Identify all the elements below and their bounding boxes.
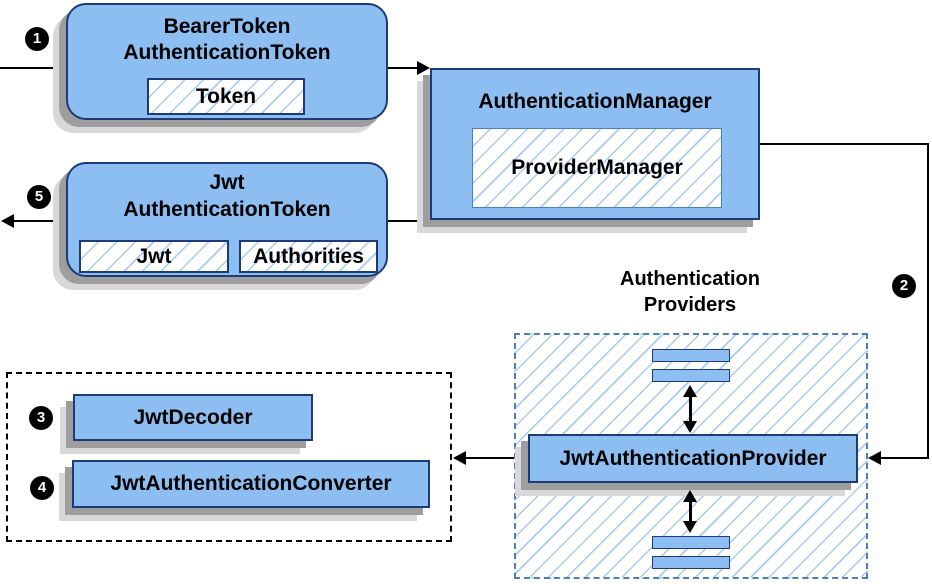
provider-to-converters-line <box>466 457 514 459</box>
incoming-request-line <box>0 67 66 69</box>
double-arrow-line <box>689 500 692 523</box>
manager-to-provider-line-top <box>758 143 929 145</box>
chip-provider-manager: ProviderManager <box>472 128 722 208</box>
chip-jwt: Jwt <box>79 240 229 273</box>
step-1-badge: 1 <box>25 27 49 51</box>
decoder-converter-group-box <box>6 372 452 542</box>
double-arrow-up-icon <box>683 490 697 502</box>
node-title-line: BearerToken <box>163 15 291 38</box>
manager-to-jwt-token-line <box>388 220 430 222</box>
bearer-to-manager-line <box>388 67 418 69</box>
step-3-badge: 3 <box>29 406 53 430</box>
double-arrow-down-icon <box>683 521 697 533</box>
manager-to-provider-line-vertical <box>927 143 929 459</box>
chip-authorities: Authorities <box>239 240 378 273</box>
node-bearer-token-authentication-token: BearerToken AuthenticationToken Token <box>66 3 388 120</box>
arrowhead-left-icon <box>868 451 881 465</box>
node-title-line: AuthenticationToken <box>123 41 331 64</box>
node-jwt-authentication-token: Jwt AuthenticationToken Jwt Authorities <box>66 162 388 277</box>
generic-provider-bar <box>652 369 730 382</box>
step-2-badge: 2 <box>892 274 916 298</box>
step-4-badge: 4 <box>30 476 54 500</box>
arrowhead-left-icon <box>453 451 466 465</box>
step-5-badge: 5 <box>27 185 51 209</box>
node-title: AuthenticationManager <box>478 90 712 113</box>
node-title-line: AuthenticationToken <box>123 198 331 221</box>
generic-provider-bar <box>652 349 730 362</box>
node-authentication-manager: AuthenticationManager ProviderManager <box>430 68 760 220</box>
node-jwt-authentication-converter: JwtAuthenticationConverter <box>72 460 430 508</box>
arrowhead-right-icon <box>417 61 430 75</box>
authentication-providers-label: Authentication Providers <box>590 266 790 318</box>
double-arrow-line <box>689 395 692 423</box>
jwt-token-outgoing-line <box>13 220 66 222</box>
double-arrow-up-icon <box>683 385 697 397</box>
double-arrow-down-icon <box>683 421 697 433</box>
node-jwt-decoder: JwtDecoder <box>73 394 313 441</box>
node-title-line: Jwt <box>209 171 245 194</box>
generic-provider-bar <box>652 556 730 569</box>
manager-to-provider-line-bottom <box>881 457 929 459</box>
chip-token: Token <box>147 78 305 115</box>
group-label-line: Providers <box>643 294 737 316</box>
group-label-line: Authentication <box>620 268 760 290</box>
generic-provider-bar <box>652 536 730 549</box>
arrowhead-left-icon <box>1 214 14 228</box>
node-jwt-authentication-provider: JwtAuthenticationProvider <box>528 434 858 483</box>
